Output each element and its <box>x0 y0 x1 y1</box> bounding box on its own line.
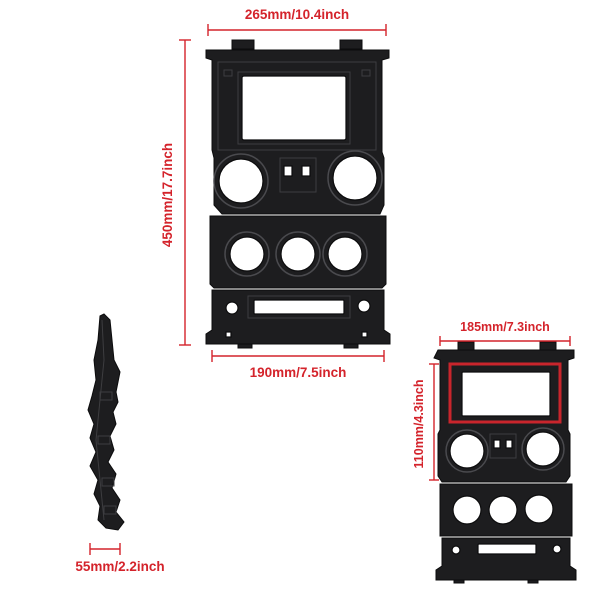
main-dash-panel <box>205 39 391 349</box>
small-width-dimension: 185mm/7.3inch <box>439 320 571 346</box>
depth-label: 55mm/2.2inch <box>75 559 164 574</box>
depth-dimension: 55mm/2.2inch <box>75 543 165 574</box>
height-dimension: 450mm/17.7inch <box>160 39 191 346</box>
small-height-dimension: 110mm/4.3inch <box>412 363 439 481</box>
bottom-width-label: 190mm/7.5inch <box>250 365 347 380</box>
small-dash-panel <box>433 341 577 584</box>
bottom-width-dimension: 190mm/7.5inch <box>211 350 385 380</box>
height-label: 450mm/17.7inch <box>160 143 175 247</box>
top-width-dimension: 265mm/10.4inch <box>207 7 387 36</box>
small-height-label: 110mm/4.3inch <box>412 380 426 469</box>
top-width-label: 265mm/10.4inch <box>245 7 349 22</box>
side-profile-panel <box>87 313 125 531</box>
small-width-label: 185mm/7.3inch <box>460 320 550 334</box>
